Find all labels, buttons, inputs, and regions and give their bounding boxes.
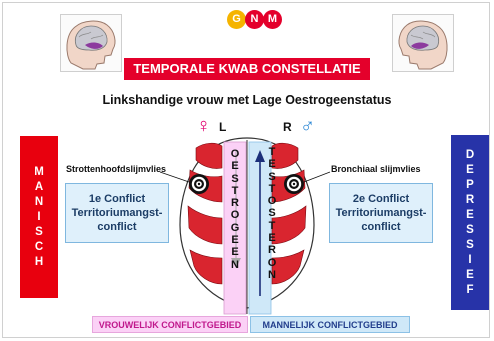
conflict-box-left: 1e Conflict Territoriumangst- conflict — [65, 183, 169, 243]
side-right-letter: S — [466, 223, 474, 236]
side-right-letter: P — [466, 178, 474, 191]
male-conflict-area: MANNELIJK CONFLICTGEBIED — [250, 316, 410, 333]
column-left-letter: O — [230, 148, 240, 160]
oestrogeen-column — [223, 141, 247, 315]
column-right-letter: T — [268, 182, 276, 195]
column-right-letter: S — [268, 207, 276, 220]
female-symbol: ♀ — [196, 115, 211, 137]
target-left — [189, 174, 209, 194]
column-right-letter: T — [268, 219, 276, 232]
column-right-letter: E — [268, 232, 276, 245]
column-right-letter: E — [268, 158, 276, 171]
side-right-letter: F — [466, 283, 474, 296]
side-left-letter: I — [37, 210, 41, 223]
column-right-letter: O — [267, 256, 277, 269]
column-left-letter: T — [231, 184, 239, 197]
conflict-right-line3: conflict — [361, 221, 401, 233]
logo-letter-n: N — [245, 10, 264, 29]
brain-illustration-left — [60, 14, 122, 72]
column-right-letter: S — [268, 170, 276, 183]
side-left-letter: M — [34, 165, 44, 178]
side-right-letter: S — [466, 238, 474, 251]
column-left-letter: R — [231, 197, 239, 210]
side-right-letter: I — [468, 253, 472, 266]
conflict-right-line1: 2e Conflict — [352, 193, 410, 205]
conflict-left-line3: conflict — [97, 221, 137, 233]
column-left-letter: E — [231, 160, 239, 173]
side-left-letter: N — [34, 195, 44, 208]
side-right-letter: D — [465, 148, 475, 161]
side-left-letter: C — [34, 240, 44, 253]
female-conflict-area: VROUWELIJK CONFLICTGEBIED — [92, 316, 248, 333]
column-left-letter: E — [231, 234, 239, 247]
column-left-letter: N — [231, 258, 239, 271]
column-right-letter: N — [268, 268, 276, 281]
conflict-box-right: 2e Conflict Territoriumangst- conflict — [329, 183, 433, 243]
up-arrow — [255, 150, 265, 296]
down-arrow — [231, 150, 241, 268]
leader-line-left — [159, 171, 190, 183]
target-right — [284, 174, 304, 194]
gnm-logo: G N M — [227, 10, 287, 32]
page-title: TEMPORALE KWAB CONSTELLATIE — [124, 58, 370, 80]
side-left-letter: A — [34, 180, 44, 193]
logo-letter-m: M — [263, 10, 282, 29]
male-symbol: ♂ — [300, 115, 315, 137]
right-label: R — [283, 120, 292, 134]
column-left-letter: G — [230, 221, 240, 234]
side-left-letter: H — [34, 255, 44, 268]
conflict-right-line2: Territoriumangst- — [335, 207, 427, 219]
side-right-letter: E — [466, 163, 474, 176]
column-left-letter: O — [230, 209, 240, 222]
left-label: L — [219, 120, 227, 134]
column-right-letter: R — [268, 244, 276, 257]
side-left-letter: S — [35, 225, 43, 238]
page-subtitle: Linkshandige vrouw met Lage Oestrogeenst… — [102, 93, 392, 107]
leader-line-right — [303, 171, 331, 183]
column-right-letter: O — [267, 195, 277, 208]
brain-illustration-right — [392, 14, 454, 72]
column-right-letter: T — [268, 146, 276, 158]
column-left-letter: S — [231, 172, 239, 185]
logo-letter-g: G — [227, 10, 246, 29]
conflict-left-line2: Territoriumangst- — [71, 207, 163, 219]
left-tissue-label: Strottenhoofdslijmvlies — [66, 164, 167, 174]
right-tissue-label: Bronchiaal slijmvlies — [331, 164, 421, 174]
column-left-letter: E — [231, 246, 239, 259]
side-right-letter: E — [466, 268, 474, 281]
side-right-letter: E — [466, 208, 474, 221]
conflict-left-line1: 1e Conflict — [88, 193, 146, 205]
side-right-letter: R — [465, 193, 475, 206]
